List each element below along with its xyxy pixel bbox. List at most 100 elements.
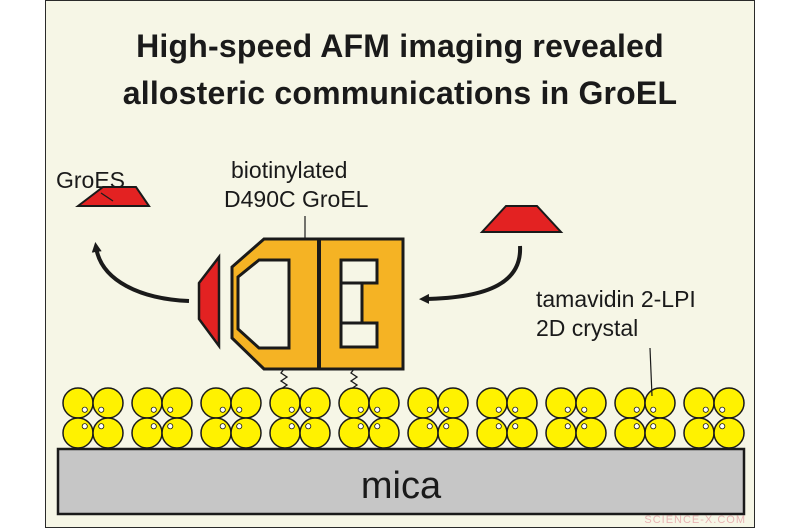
biotin-binding-site [443,423,450,430]
biotin-binding-site [219,423,226,430]
mica-label: mica [360,465,442,507]
tamavidin-subunit [407,417,439,449]
tamavidin-subunit [644,387,676,419]
biotin-binding-site [98,423,105,430]
biotin-binding-site [305,406,312,413]
tamavidin-tetramer [614,387,676,449]
tamavidin-subunit [200,417,232,449]
tamavidin-subunit [299,387,331,419]
biotin-binding-site [150,406,157,413]
tamavidin-subunit [131,417,163,449]
biotin-binding-site [495,423,502,430]
biotin-binding-site [443,406,450,413]
crystal-label-line-1: tamavidin 2-LPI [536,286,696,312]
tamavidin-crystal [62,387,745,449]
tamavidin-subunit [506,417,538,449]
tamavidin-subunit [338,387,370,419]
tamavidin-subunit [437,387,469,419]
tamavidin-subunit [713,387,745,419]
biotin-binding-site [236,423,243,430]
biotin-binding-site [719,406,726,413]
tamavidin-subunit [644,417,676,449]
tamavidin-subunit [476,417,508,449]
biotin-binding-site [288,423,295,430]
biotin-binding-site [150,423,157,430]
groes-bound-cap [197,253,221,350]
biotin-binding-site [357,406,364,413]
tamavidin-tetramer [407,387,469,449]
tamavidin-subunit [299,417,331,449]
groes-label: GroES [56,167,126,193]
tamavidin-tetramer [545,387,607,449]
tamavidin-subunit [545,417,577,449]
biotin-binding-site [702,423,709,430]
biotin-binding-site [564,423,571,430]
tamavidin-subunit [200,387,232,419]
tamavidin-subunit [476,387,508,419]
biotin-binding-site [305,423,312,430]
groes-leader-line [100,192,114,202]
tamavidin-subunit [269,417,301,449]
tamavidin-subunit [545,387,577,419]
crystal-leader-line [649,347,653,397]
groel-complex [197,237,405,371]
crystal-label-line-2: 2D crystal [536,315,639,341]
biotin-binding-site [357,423,364,430]
groel-cis-ring [230,237,321,371]
biotin-binding-site [288,406,295,413]
biotin-binding-site [236,406,243,413]
biotin-binding-site [512,406,519,413]
biotin-binding-site [719,423,726,430]
tamavidin-subunit [161,387,193,419]
tamavidin-subunit [437,417,469,449]
tamavidin-subunit [161,417,193,449]
groel-label-line-1: biotinylated [231,157,348,183]
groes-cap-released [75,186,151,207]
biotin-binding-site [98,406,105,413]
tamavidin-subunit [407,387,439,419]
biotin-binding-site [633,423,640,430]
biotin-binding-site [495,406,502,413]
diagram-figure: High-speed AFM imaging revealed alloster… [45,0,755,528]
mica-substrate [56,447,746,516]
biotin-binding-site [374,423,381,430]
biotin-binding-site [564,406,571,413]
biotin-binding-site [650,423,657,430]
tamavidin-subunit [62,417,94,449]
watermark: SCIENCE-X.COM [644,514,746,526]
biotin-binding-site [426,406,433,413]
tamavidin-tetramer [269,387,331,449]
groes-cap-incoming [479,205,564,233]
biotin-binding-site [81,423,88,430]
tamavidin-subunit [368,387,400,419]
biotin-binding-site [167,406,174,413]
tamavidin-tetramer [338,387,400,449]
tamavidin-subunit [614,417,646,449]
tamavidin-subunit [92,387,124,419]
tamavidin-subunit [269,387,301,419]
biotin-binding-site [219,406,226,413]
tamavidin-tetramer [476,387,538,449]
tamavidin-subunit [683,417,715,449]
biotin-binding-site [650,406,657,413]
tamavidin-tetramer [62,387,124,449]
biotin-binding-site [81,406,88,413]
tamavidin-subunit [713,417,745,449]
curved-arrow-icon [91,242,190,303]
diagram-artwork [56,186,746,516]
tamavidin-subunit [62,387,94,419]
curved-arrow-icon [419,245,523,304]
title-line-2: allosteric communications in GroEL [122,75,678,111]
tamavidin-subunit [683,387,715,419]
biotin-binding-site [633,406,640,413]
tamavidin-tetramer [200,387,262,449]
tamavidin-tetramer [131,387,193,449]
tamavidin-subunit [338,417,370,449]
tamavidin-subunit [506,387,538,419]
tamavidin-subunit [575,417,607,449]
tamavidin-subunit [614,387,646,419]
tamavidin-subunit [575,387,607,419]
tamavidin-subunit [368,417,400,449]
biotin-binding-site [374,406,381,413]
biotin-binding-site [512,423,519,430]
